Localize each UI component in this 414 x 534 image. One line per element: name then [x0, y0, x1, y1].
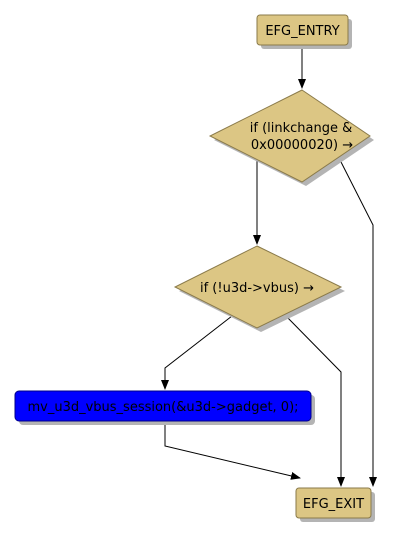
exit-node-box — [295, 487, 372, 519]
edge-linkchange-check-to-exit — [339, 159, 377, 487]
linkchange-check-label-line1: if (linkchange & — [250, 121, 353, 136]
session-call-box — [14, 390, 312, 422]
session-call-label: mv_u3d_vbus_session(&u3d->gadget, 0); — [27, 400, 298, 415]
entry-node-box — [256, 14, 349, 46]
vbus-check-label: if (!u3d->vbus) → — [200, 281, 314, 296]
linkchange-check-label-line2: 0x00000020) → — [251, 138, 353, 153]
edge-session-call-to-exit — [164, 422, 301, 480]
exit-node: EFG_EXIT — [295, 487, 375, 522]
linkchange-check-diamond — [208, 89, 371, 183]
session-call-node: mv_u3d_vbus_session(&u3d->gadget, 0); — [14, 390, 315, 425]
exit-node-label: EFG_EXIT — [303, 497, 364, 512]
edge-vbus-check-to-session-call — [161, 315, 233, 390]
linkchange-check-node: if (linkchange & 0x00000020) → — [208, 89, 374, 186]
entry-node: EFG_ENTRY — [256, 14, 352, 49]
entry-node-label: EFG_ENTRY — [265, 24, 339, 39]
edges — [161, 46, 377, 487]
edge-vbus-check-to-exit — [284, 314, 345, 487]
vbus-check-node: if (!u3d->vbus) → — [173, 245, 345, 332]
vbus-check-diamond — [173, 245, 343, 329]
